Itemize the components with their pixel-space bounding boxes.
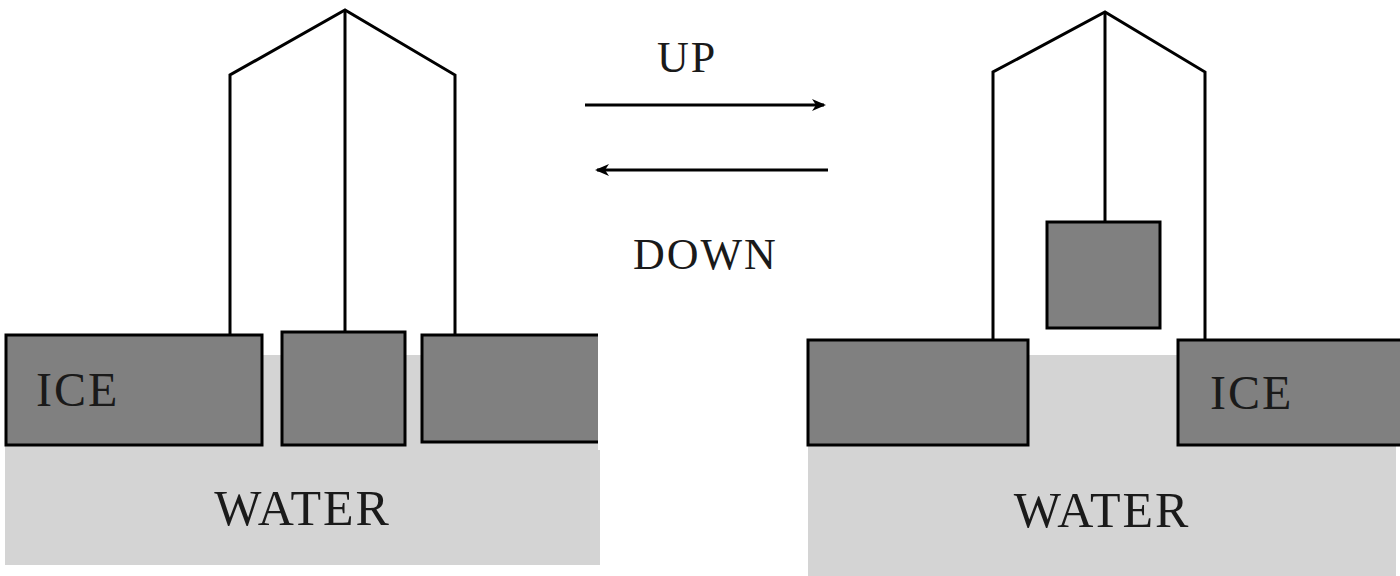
node-text: ICE xyxy=(1210,369,1293,417)
ice-block xyxy=(282,332,405,445)
up-arrow xyxy=(585,104,824,107)
edge-mask xyxy=(598,330,618,450)
node-text: WATER xyxy=(214,483,391,533)
ice-block xyxy=(6,335,262,445)
node-text: WATER xyxy=(1014,485,1191,535)
direction-label: UP xyxy=(657,36,717,80)
lift-rope xyxy=(344,10,347,332)
water-region: WATER xyxy=(808,450,1396,570)
ice-block xyxy=(808,340,1028,445)
lifted-ice-block xyxy=(1047,222,1160,328)
node-text: ICE xyxy=(36,366,119,414)
down-arrow xyxy=(597,169,828,172)
ice-block xyxy=(1178,340,1400,445)
lift-frame xyxy=(230,10,455,335)
water-region: WATER xyxy=(5,450,600,565)
direction-label: DOWN xyxy=(633,233,778,277)
ice-block: ICE xyxy=(8,337,260,443)
lift-frame xyxy=(993,12,1205,340)
lift-rope xyxy=(1104,12,1107,222)
edge xyxy=(600,335,601,442)
ice-block: ICE xyxy=(1180,342,1395,443)
ice-block xyxy=(422,335,612,442)
